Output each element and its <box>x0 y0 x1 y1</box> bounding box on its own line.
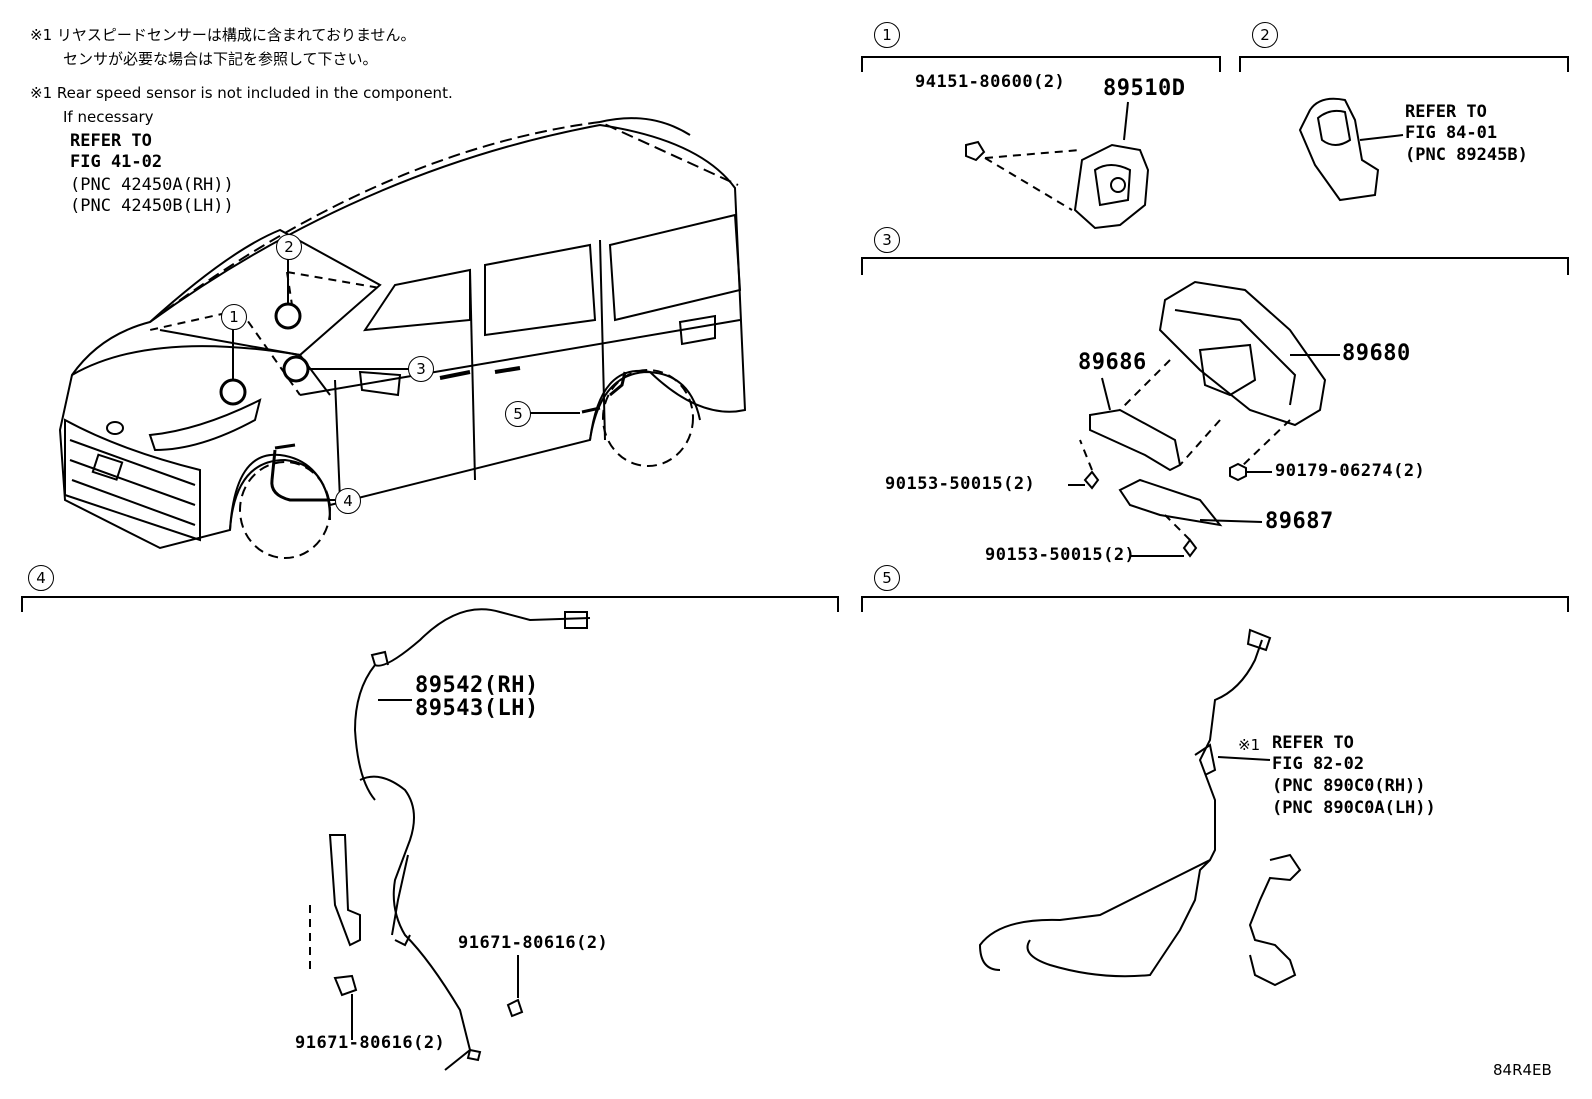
figure-code: 84R4EB <box>1493 1061 1552 1079</box>
callout-1-vehicle: 1 <box>221 304 247 330</box>
section5-artwork <box>978 628 1302 987</box>
section5-pnc-rh: (PNC 890C0(RH)) <box>1272 776 1426 796</box>
part-90153-50015-b: 90153-50015(2) <box>985 545 1136 565</box>
section3-artwork <box>1068 280 1340 558</box>
vehicle-drawing <box>58 117 747 559</box>
note-en-line1: ※1 Rear speed sensor is not included in … <box>30 84 453 102</box>
section5-refer-to: REFER TO <box>1272 733 1354 753</box>
part-91671-80616-b: 91671-80616(2) <box>295 1033 446 1053</box>
section5-fig: FIG 82-02 <box>1272 754 1365 774</box>
part-90179-06274: 90179-06274(2) <box>1275 461 1426 481</box>
part-91671-80616-a: 91671-80616(2) <box>458 933 609 953</box>
note-fig: FIG 41-02 <box>70 152 163 172</box>
section2-refer-to: REFER TO <box>1405 102 1487 122</box>
section4-artwork <box>309 608 591 1071</box>
callout-3-vehicle: 3 <box>408 356 434 382</box>
part-89686: 89686 <box>1078 350 1147 375</box>
note-en-line2: If necessary <box>63 108 154 126</box>
section-3-header: 3 <box>874 227 900 253</box>
section-5-header: 5 <box>874 565 900 591</box>
part-89543-lh: 89543(LH) <box>415 696 539 721</box>
section-1-header: 1 <box>874 22 900 48</box>
section1-artwork <box>965 101 1150 230</box>
part-90153-50015-a: 90153-50015(2) <box>885 474 1036 494</box>
note-jp-line1: ※1 リヤスピードセンサーは構成に含まれておりません。 <box>30 26 416 44</box>
section-2-header: 2 <box>1252 22 1278 48</box>
part-89680: 89680 <box>1342 341 1411 366</box>
part-89510d: 89510D <box>1103 76 1186 101</box>
callout-2-vehicle: 2 <box>276 234 302 260</box>
part-94151-80600: 94151-80600(2) <box>915 72 1066 92</box>
part-89687: 89687 <box>1265 509 1334 534</box>
section2-fig: FIG 84-01 <box>1405 123 1498 143</box>
note-jp-line2: センサが必要な場合は下記を参照して下さい。 <box>63 50 378 68</box>
section5-pnc-lh: (PNC 890C0A(LH)) <box>1272 798 1436 818</box>
note-refer-to: REFER TO <box>70 131 152 151</box>
section5-mark: ※1 <box>1238 736 1261 754</box>
callout-5-vehicle: 5 <box>505 401 531 427</box>
section2-artwork <box>1298 97 1404 202</box>
part-89542-rh: 89542(RH) <box>415 673 539 698</box>
section-brackets <box>21 56 1569 612</box>
note-pnc-lh: (PNC 42450B(LH)) <box>70 196 234 216</box>
note-pnc-rh: (PNC 42450A(RH)) <box>70 175 234 195</box>
callout-4-vehicle: 4 <box>335 488 361 514</box>
section2-pnc: (PNC 89245B) <box>1405 145 1528 165</box>
section-4-header: 4 <box>28 565 54 591</box>
